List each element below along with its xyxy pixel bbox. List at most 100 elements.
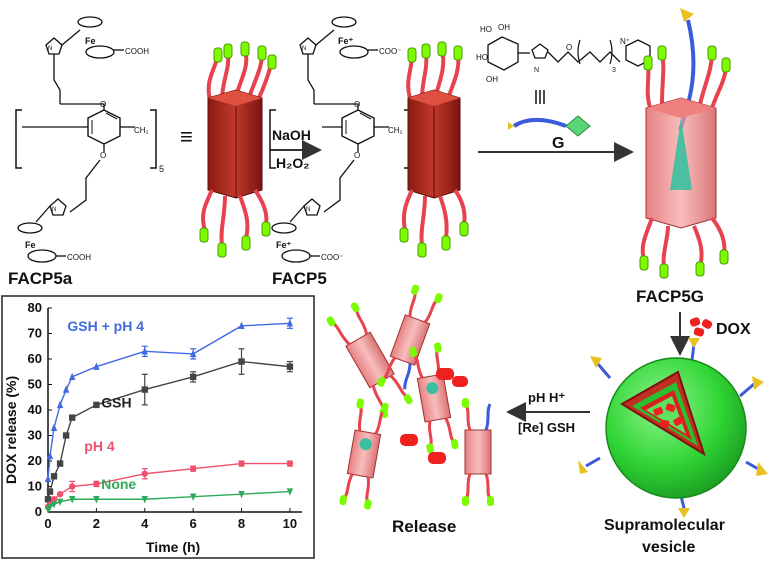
data-point [62, 432, 70, 439]
data-point [141, 386, 148, 393]
data-point [141, 347, 148, 355]
triazole-n-label-b: N [52, 207, 56, 213]
data-point [238, 460, 245, 467]
data-point [93, 401, 100, 409]
data-point [93, 496, 100, 504]
x-tick-label: 2 [93, 516, 100, 531]
data-point [46, 451, 54, 460]
series-3: None [44, 476, 294, 514]
data-point [189, 465, 197, 472]
data-point [238, 490, 245, 499]
coo-label-top: COO⁻ [379, 47, 401, 56]
data-point [286, 363, 294, 370]
x-tick-label: 10 [283, 516, 297, 531]
facp5g-complex [639, 8, 731, 279]
facp5a-structure: N Fe COOH 5 CH₂ O O N Fe COOH [15, 16, 164, 263]
y-axis-label: DOX release (%) [3, 376, 19, 484]
triazole-n-label-2: N [302, 46, 306, 52]
re-gsh-label: [Re] GSH [518, 420, 575, 435]
n3-label: 3 [612, 67, 616, 74]
data-point [189, 493, 197, 501]
ho-label-2: HO [476, 53, 488, 62]
data-point [141, 496, 148, 504]
x-tick-label: 6 [190, 516, 197, 531]
data-point [286, 488, 294, 496]
coo-label-bottom: COO⁻ [321, 253, 343, 262]
series-legend-label: None [101, 476, 136, 492]
dox-icon [689, 317, 713, 337]
facp5-label: FACP5 [272, 269, 327, 288]
fe-label-top: Fe [85, 36, 96, 46]
data-point [62, 385, 70, 393]
facp5a-label: FACP5a [8, 269, 73, 288]
ch2-label-right: CH₂ [388, 126, 403, 135]
data-point [50, 501, 58, 509]
data-point [50, 496, 58, 503]
y-tick-label: 20 [28, 453, 42, 468]
pyridinium-label: N⁺ [620, 37, 630, 46]
data-point [286, 319, 294, 327]
series-0: GSH + pH 4 [44, 317, 294, 483]
pillararene-cube-2 [399, 41, 469, 258]
equiv-sign-1: ≡ [180, 124, 193, 149]
vesicle-label-line2: vesicle [642, 539, 695, 556]
release-label: Release [392, 517, 456, 536]
guest-g-structure: HO OH HO OH N O 3 N⁺ [476, 23, 651, 137]
o-label-left-top: O [100, 100, 106, 109]
triazole-n-label: N [48, 46, 52, 52]
y-tick-label: 80 [28, 300, 42, 315]
y-tick-label: 50 [28, 377, 42, 392]
data-point [68, 483, 76, 490]
o-label-right-bot: O [354, 151, 360, 160]
facp5g-label: FACP5G [636, 287, 704, 306]
data-point [141, 470, 148, 477]
ph-h-label: pH H⁺ [528, 390, 565, 405]
o-label-right-top: O [354, 100, 360, 109]
x-axis-label: Time (h) [146, 539, 200, 555]
repeat-n-left: 5 [159, 164, 164, 174]
data-point [56, 400, 64, 409]
data-point [44, 474, 52, 483]
y-tick-label: 40 [28, 402, 42, 417]
y-tick-label: 10 [28, 479, 42, 494]
data-point [56, 460, 64, 467]
y-tick-label: 0 [35, 504, 42, 519]
data-point [44, 496, 52, 503]
o-label-left-bot: O [100, 151, 106, 160]
y-tick-label: 60 [28, 351, 42, 366]
vesicle-sphere [578, 338, 768, 518]
data-point [46, 488, 54, 495]
cooh-label-top: COOH [125, 47, 149, 56]
data-point [50, 423, 58, 432]
fe-plus-label-bottom: Fe⁺ [276, 240, 292, 250]
series-legend-label: GSH + pH 4 [67, 318, 144, 334]
series-legend-label: GSH [101, 394, 131, 410]
x-tick-label: 0 [44, 516, 51, 531]
dox-label: DOX [716, 321, 751, 338]
data-point [93, 362, 100, 370]
data-point [68, 372, 76, 381]
y-tick-label: 30 [28, 428, 42, 443]
ho-label-1: HO [480, 25, 492, 34]
h2o2-label: H₂O₂ [276, 155, 309, 171]
triazole-n-label-3: N [306, 207, 310, 213]
data-point [238, 321, 245, 330]
data-point [286, 460, 294, 467]
data-point [238, 358, 245, 365]
data-point [68, 414, 76, 421]
fe-plus-label-top: Fe⁺ [338, 36, 354, 46]
data-point [50, 473, 58, 480]
data-point [93, 480, 100, 488]
data-point [68, 496, 76, 504]
series-1: GSH [44, 348, 294, 503]
ch2-label-left: CH₂ [134, 126, 149, 135]
oh-label-1: OH [498, 23, 510, 32]
fe-label-bottom: Fe [25, 240, 36, 250]
data-point [56, 490, 64, 498]
data-point [46, 503, 54, 512]
data-point [56, 498, 64, 506]
g-label: G [552, 135, 564, 152]
